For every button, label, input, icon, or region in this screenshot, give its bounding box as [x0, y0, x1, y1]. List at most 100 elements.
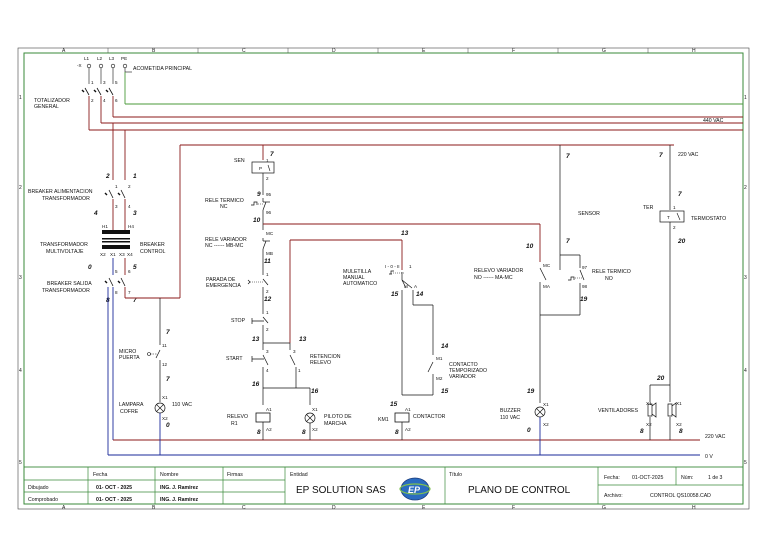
lampara-label-2: COFRE	[120, 409, 139, 415]
mb-wire-16a: 16	[252, 381, 260, 388]
buzzer-label-1: BUZZER	[500, 408, 521, 414]
term-1: 1	[91, 80, 94, 85]
tr-x2: X2	[100, 252, 106, 257]
grid-row-1: 1	[19, 95, 22, 101]
tb-wire-8a: 8	[640, 428, 644, 435]
relevo-pin-a2: A2	[266, 427, 272, 432]
ret-pin-1: 1	[298, 368, 301, 373]
bus-220-top-label: 220 VAC	[678, 152, 699, 158]
rt-pin-98: 98	[582, 284, 588, 289]
tr-x4: X4	[127, 252, 133, 257]
sensor-label: SENSOR	[578, 211, 600, 217]
relevo-coil	[255, 412, 271, 423]
tr-pin-5: 5	[115, 269, 118, 274]
contacto-label-2: TEMPORIZADO	[449, 368, 487, 374]
breaker-out-label-2: TRANSFORMADOR	[42, 288, 90, 294]
rv2-pin-ma: MA	[543, 284, 551, 289]
stop-pin-1: 1	[266, 310, 269, 315]
tr-pin-1: 1	[115, 184, 118, 189]
contacto-pin-m2: M2	[436, 376, 443, 381]
wire-3: 3	[133, 210, 137, 217]
grid-col-e-bottom: E	[422, 505, 426, 511]
tb-h-entidad: Entidad	[290, 472, 308, 478]
micro-label-2: PUERTA	[119, 355, 140, 361]
grid-col-g-bottom: G	[602, 505, 606, 511]
term-6: 6	[115, 98, 118, 103]
transformer-label-2: MULTIVOLTAJE	[46, 249, 84, 255]
mb-wire-10: 10	[253, 217, 261, 224]
sen-label: SEN	[234, 158, 245, 164]
mb-wire-16b: 16	[311, 388, 319, 395]
tr-pin-4: 4	[128, 204, 131, 209]
grid-col-d-bottom: D	[332, 505, 336, 511]
inner-frame	[23, 52, 744, 505]
ter-box	[659, 210, 685, 223]
term-5: 5	[115, 80, 118, 85]
buzzer-label-2: 110 VAC	[500, 415, 520, 421]
totalizador-label-1: TOTALIZADOR	[34, 98, 70, 104]
rv-label-2: NC ------ MB-MC	[205, 243, 244, 249]
km1-pin-a1: A1	[405, 407, 411, 412]
sb-wire-7b: 7	[566, 238, 570, 245]
grid-col-f-bottom: F	[512, 505, 515, 511]
mb-wire-11: 11	[264, 258, 271, 265]
wire-7: 7	[133, 297, 137, 304]
control-bus: 220 VAC 220 VAC 0 V	[107, 144, 726, 460]
cb-wire-8: 8	[395, 429, 399, 436]
thermostat-branch: 7 7 1 T TER TERMOSTATO 2 20 20 X1 X1 VEN…	[598, 145, 726, 440]
tb-title: PLANO DE CONTROL	[468, 485, 571, 496]
ret-label-1: RETENCION	[310, 354, 341, 360]
tb-archivo-val: CONTROL QS10058.CAD	[650, 493, 711, 499]
tb-h-nombre: Nombre	[160, 472, 179, 478]
buzzer-pin-x1: X1	[543, 402, 549, 407]
selector-pin-a: A	[414, 284, 418, 289]
grid-col-b: B	[152, 48, 156, 54]
piloto-label-2: MARCHA	[324, 421, 347, 427]
bus-0v-label: 0 V	[705, 454, 713, 460]
lampara-pin-x1: X1	[162, 395, 168, 400]
multitella-label-1: MULETILLA	[343, 269, 372, 275]
grid-col-e: E	[422, 48, 426, 54]
start-pin-4: 4	[266, 368, 269, 373]
rv2-pin-mc: MC	[543, 263, 551, 268]
termostato-label: TERMOSTATO	[691, 216, 726, 222]
mb-wire-13a: 13	[252, 336, 260, 343]
rv-pin-mb: MB	[266, 251, 273, 256]
fan1-pin-x1: X1	[646, 401, 652, 406]
contacto-pin-m1: M1	[436, 356, 443, 361]
transformer-core-top	[102, 230, 130, 234]
tb-wire-8b: 8	[679, 428, 683, 435]
sen-pin-1: 1	[266, 158, 269, 163]
term-4: 4	[103, 98, 106, 103]
grid-col-g: G	[602, 48, 606, 54]
tb-h-fecha: Fecha	[93, 472, 108, 478]
km1-pin-a2: A2	[405, 427, 411, 432]
ter-pin-1: 1	[673, 205, 676, 210]
sen-box	[251, 161, 275, 174]
grid-col-a: A	[62, 48, 66, 54]
termico-label-2: NC	[220, 204, 228, 210]
lampara-label-1: LAMPARA	[119, 402, 144, 408]
tb-archivo-label: Archivo:	[604, 493, 623, 499]
breaker-ctrl-label-2: CONTROL	[140, 249, 165, 255]
tb-comprobado: Comprobado	[28, 497, 58, 503]
grid-row-2-right: 2	[744, 185, 747, 191]
supply-section: L1 L2 L3 PE -X ACOMETIDA PRINCIPAL 1 3 5…	[34, 56, 743, 131]
contactor-label: CONTACTOR	[413, 414, 446, 420]
lb-wire-7a: 7	[166, 329, 170, 336]
tr-pin-7: 7	[128, 290, 131, 295]
tb-company: EP SOLUTION SAS	[296, 485, 386, 496]
tb-num-label: Núm:	[681, 475, 693, 481]
tb-wire-7a: 7	[659, 152, 663, 159]
grid-col-c: C	[242, 48, 246, 54]
lampara-volt: 110 VAC	[172, 402, 192, 408]
tb-wire-20a: 20	[677, 238, 686, 245]
bus-440-label: 440 VAC	[703, 118, 724, 124]
outer-frame	[17, 47, 750, 510]
tb-fecha-1: 01- OCT - 2025	[96, 485, 132, 491]
rv-pin-mc: MC	[266, 231, 274, 236]
km1-label: KM1	[378, 417, 389, 423]
micro-pin-12: 12	[162, 362, 168, 367]
